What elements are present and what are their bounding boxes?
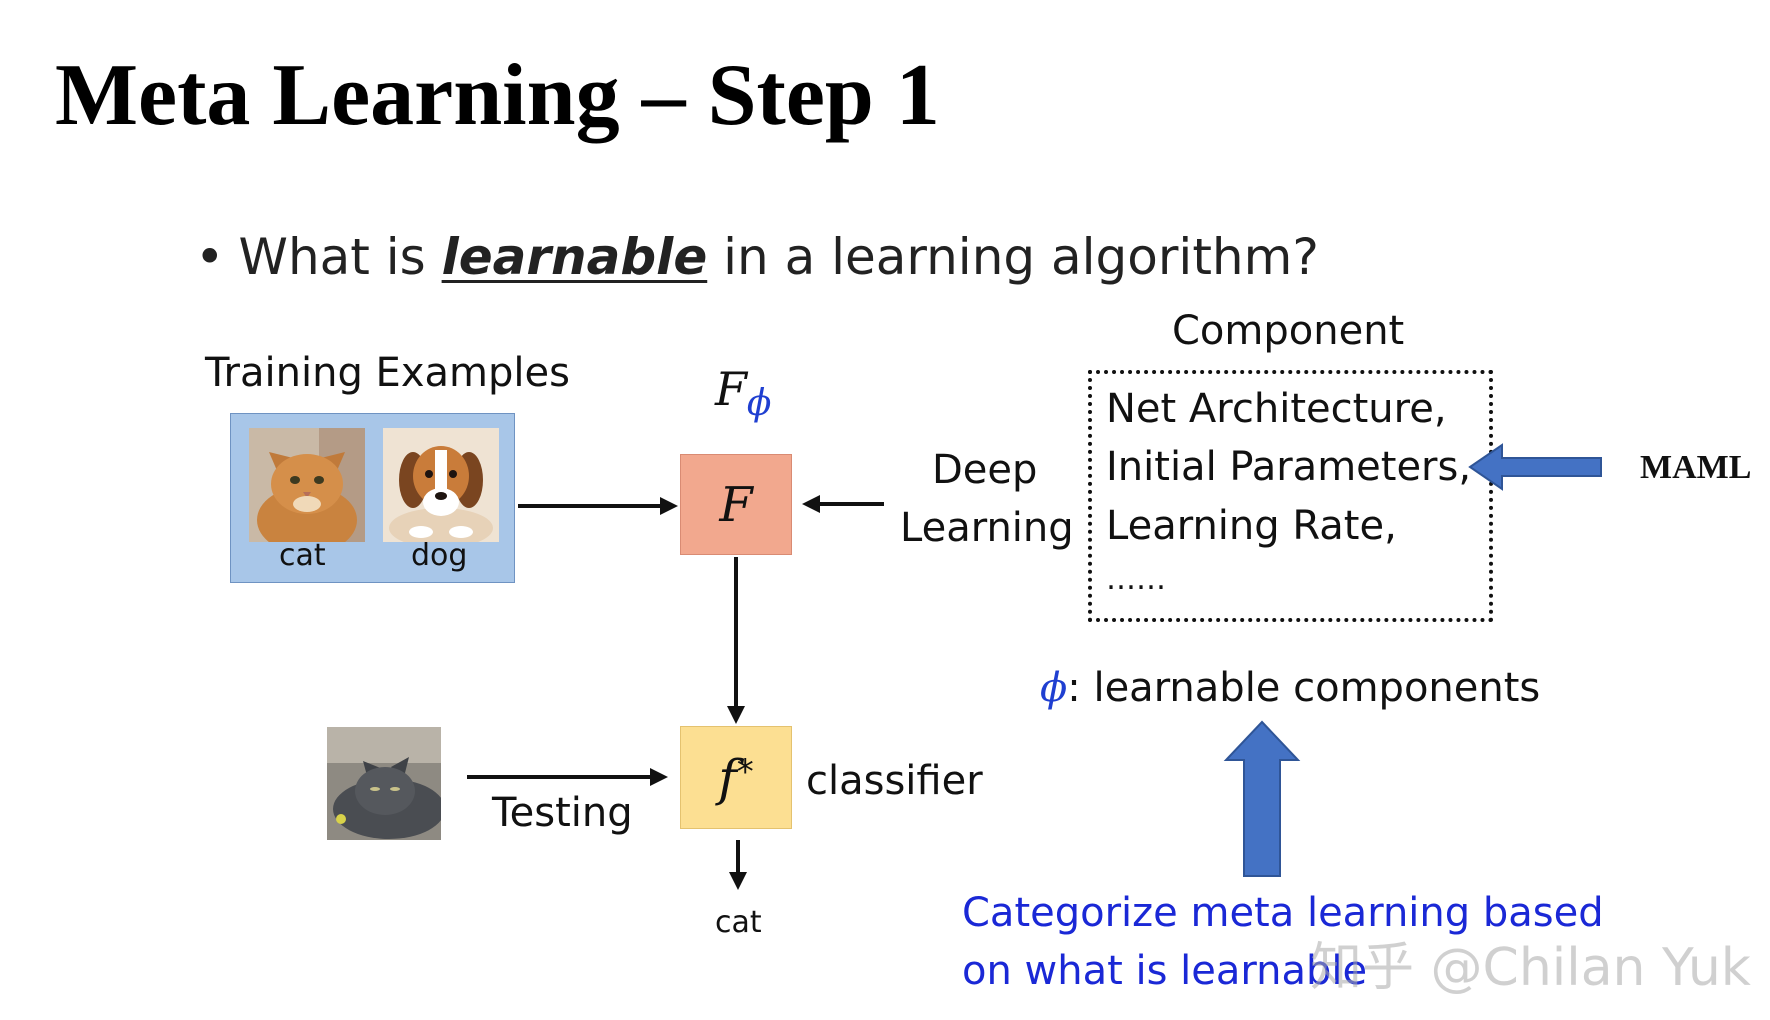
arrow-head (802, 495, 820, 513)
arrow-head (727, 706, 745, 724)
arrow-head (729, 872, 747, 890)
arrow-head (660, 497, 678, 515)
arrow-head (650, 768, 668, 786)
categorize-up-arrow (1226, 722, 1298, 876)
maml-arrow (1470, 445, 1601, 489)
